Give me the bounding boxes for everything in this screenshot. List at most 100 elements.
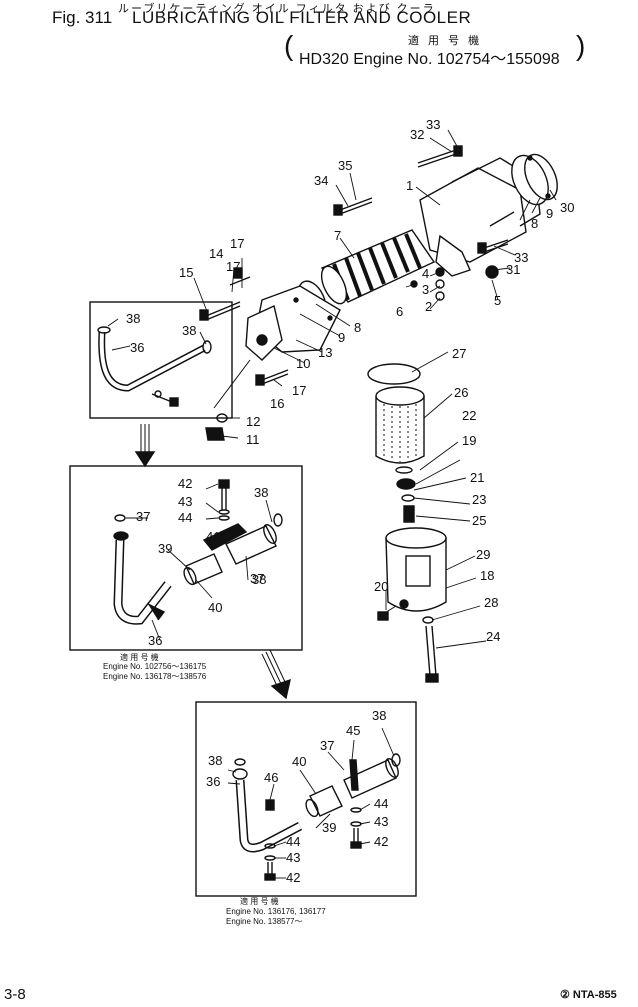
callout-label: 7	[334, 228, 341, 243]
callout-label: 41	[206, 529, 220, 544]
callout-label: 31	[506, 262, 520, 277]
filter-element-icon	[375, 386, 425, 464]
bolt-icon	[350, 807, 362, 849]
gasket-ring-icon	[273, 513, 283, 527]
callout-label: 11	[246, 432, 260, 447]
callout-label: 10	[296, 356, 310, 371]
callout-label: 36	[148, 633, 162, 648]
washer-icon	[422, 616, 434, 624]
callout-label: 38	[372, 708, 386, 723]
japanese-title: ルーブリケーティング オイル フィルタ および クーラ	[118, 3, 436, 15]
gasket-ring-icon	[367, 363, 421, 385]
washer-icon	[435, 291, 445, 301]
callout-label: 29	[476, 547, 490, 562]
bolt-icon	[218, 479, 230, 521]
pipe-icon	[97, 326, 212, 392]
callout-label: 17	[230, 236, 244, 251]
callout-label: 44	[286, 834, 300, 849]
seal-ring-icon	[395, 466, 413, 474]
page-number: 3-8	[4, 986, 26, 1003]
cooler-body-icon	[419, 157, 541, 277]
callout-label: 22	[462, 408, 476, 423]
callout-label: 35	[338, 158, 352, 173]
callout-label: 43	[178, 494, 192, 509]
plug-icon	[205, 427, 225, 441]
serial-range: HD320 Engine No. 102754～155098	[299, 51, 560, 68]
callout-label: 33	[426, 117, 440, 132]
box2-engine-range-1: Engine No. 102756～136175	[103, 662, 207, 671]
callout-label: 30	[560, 200, 574, 215]
callout-label: 9	[338, 330, 345, 345]
callout-label: 32	[410, 127, 424, 142]
callout-label: 39	[322, 820, 336, 835]
callout-label: 23	[472, 492, 486, 507]
callout-label: 19	[462, 433, 476, 448]
callout-label: 42	[178, 476, 192, 491]
serial-label: 適 用 号 機	[408, 35, 483, 47]
pipe-icon	[232, 768, 303, 853]
callout-label: 43	[374, 814, 388, 829]
drain-plug-icon	[377, 611, 389, 621]
callout-label: 38	[182, 323, 196, 338]
box2-serial-label: 適 用 号 機	[120, 652, 159, 662]
plug-icon	[399, 599, 409, 609]
callout-label: 5	[494, 293, 501, 308]
figure-title: LUBRICATING OIL FILTER AND COOLER	[132, 8, 472, 27]
callout-label: 37	[320, 738, 334, 753]
box3-serial-label: 適 用 号 機	[240, 896, 279, 906]
bolt-icon	[417, 145, 463, 168]
gasket-ring-icon	[234, 758, 246, 766]
cooler-end-cover-icon	[511, 153, 558, 206]
bolt-icon	[264, 843, 276, 881]
detail-box-3	[195, 701, 417, 897]
callout-label: 37	[250, 571, 264, 586]
callout-label: 15	[179, 265, 193, 280]
callout-label: 9	[546, 206, 553, 221]
flow-arrow-icon	[261, 649, 291, 700]
pipe-icon	[225, 523, 277, 565]
callout-label: 13	[318, 345, 332, 360]
pipe-icon	[113, 531, 172, 625]
callout-label: 38	[252, 572, 266, 587]
callout-label: 24	[486, 629, 500, 644]
bolt-icon	[255, 369, 289, 386]
callout-label: 14	[209, 246, 223, 261]
callout-label: 17	[226, 259, 240, 274]
box3-engine-range-1: Engine No. 136176, 136177	[226, 907, 326, 916]
callout-label: 45	[346, 723, 360, 738]
spring-icon	[403, 505, 415, 523]
callout-label: 8	[531, 216, 538, 231]
spring-seat-icon	[396, 478, 416, 490]
callout-label: 40	[208, 600, 222, 615]
washer-icon	[401, 494, 415, 502]
document-code: ② NTA-855	[560, 989, 617, 1001]
callout-label: 4	[422, 266, 429, 281]
washer-icon	[435, 279, 445, 289]
hose-icon	[183, 553, 223, 586]
callout-label: 6	[396, 304, 403, 319]
figure-number: Fig. 311	[52, 8, 113, 27]
callout-label: 40	[292, 754, 306, 769]
bracket-icon	[202, 523, 248, 551]
cooler-cover-icon	[245, 285, 341, 361]
callout-label: 2	[425, 299, 432, 314]
callout-label: 38	[208, 753, 222, 768]
callout-label: 44	[374, 796, 388, 811]
callout-label: 46	[264, 770, 278, 785]
callout-label: 8	[354, 320, 361, 335]
box3-engine-range-2: Engine No. 138577～	[226, 917, 303, 926]
callout-label: 39	[158, 541, 172, 556]
bolt-icon	[199, 301, 241, 321]
callout-label: 17	[292, 383, 306, 398]
callout-label: 34	[314, 173, 328, 188]
center-bolt-icon	[425, 625, 439, 683]
gasket-ring-icon	[391, 753, 401, 767]
callout-label: 3	[422, 282, 429, 297]
plug-icon	[410, 280, 418, 288]
paren-left: (	[284, 30, 294, 61]
flow-arrow-icon	[134, 424, 156, 468]
callout-label: 16	[270, 396, 284, 411]
callout-label: 36	[206, 774, 220, 789]
filter-case-icon	[385, 527, 447, 612]
